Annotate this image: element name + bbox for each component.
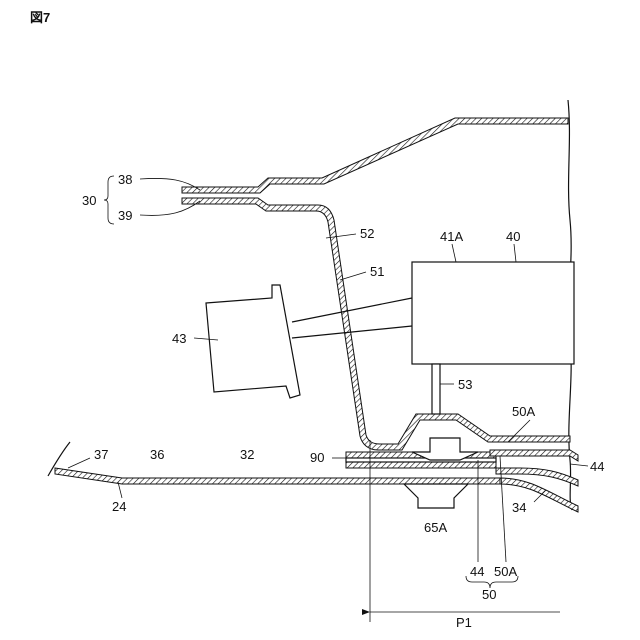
leader-40 [514, 244, 516, 262]
label-24: 24 [112, 499, 126, 514]
component-40 [412, 262, 574, 364]
shaft-lower-edge [292, 326, 412, 338]
label-34: 34 [512, 500, 526, 515]
label-43: 43 [172, 331, 186, 346]
label-P1: P1 [456, 615, 472, 630]
layer-50A [490, 450, 578, 461]
label-90: 90 [310, 450, 324, 465]
upper-panel-38 [182, 118, 568, 193]
bracket-30 [104, 176, 114, 224]
plate-90-gap [346, 458, 496, 462]
label-50A-bottom: 50A [494, 564, 517, 579]
label-41A: 41A [440, 229, 463, 244]
p1-arrow [362, 609, 370, 615]
label-44-right: 44 [590, 459, 604, 474]
figure-title: 図7 [30, 10, 50, 25]
label-53: 53 [458, 377, 472, 392]
label-52: 52 [360, 226, 374, 241]
shaft-upper-edge [292, 298, 412, 322]
label-37: 37 [94, 447, 108, 462]
label-51: 51 [370, 264, 384, 279]
leader-44-right [570, 464, 588, 466]
fastener-upper [412, 438, 478, 460]
label-50: 50 [482, 587, 496, 602]
label-40: 40 [506, 229, 520, 244]
component-43 [206, 285, 300, 398]
label-38: 38 [118, 172, 132, 187]
leader-51 [340, 272, 366, 280]
label-32: 32 [240, 447, 254, 462]
fastener-65A [404, 484, 468, 508]
label-44-bottom: 44 [470, 564, 484, 579]
label-50A-top: 50A [512, 404, 535, 419]
label-30: 30 [82, 193, 96, 208]
leader-41A [452, 244, 456, 262]
leader-37 [68, 458, 90, 468]
label-36: 36 [150, 447, 164, 462]
plate-90-lower [346, 462, 496, 468]
floor-panel-32 [55, 468, 500, 484]
post-53 [432, 364, 440, 414]
label-65A: 65A [424, 520, 447, 535]
label-39: 39 [118, 208, 132, 223]
